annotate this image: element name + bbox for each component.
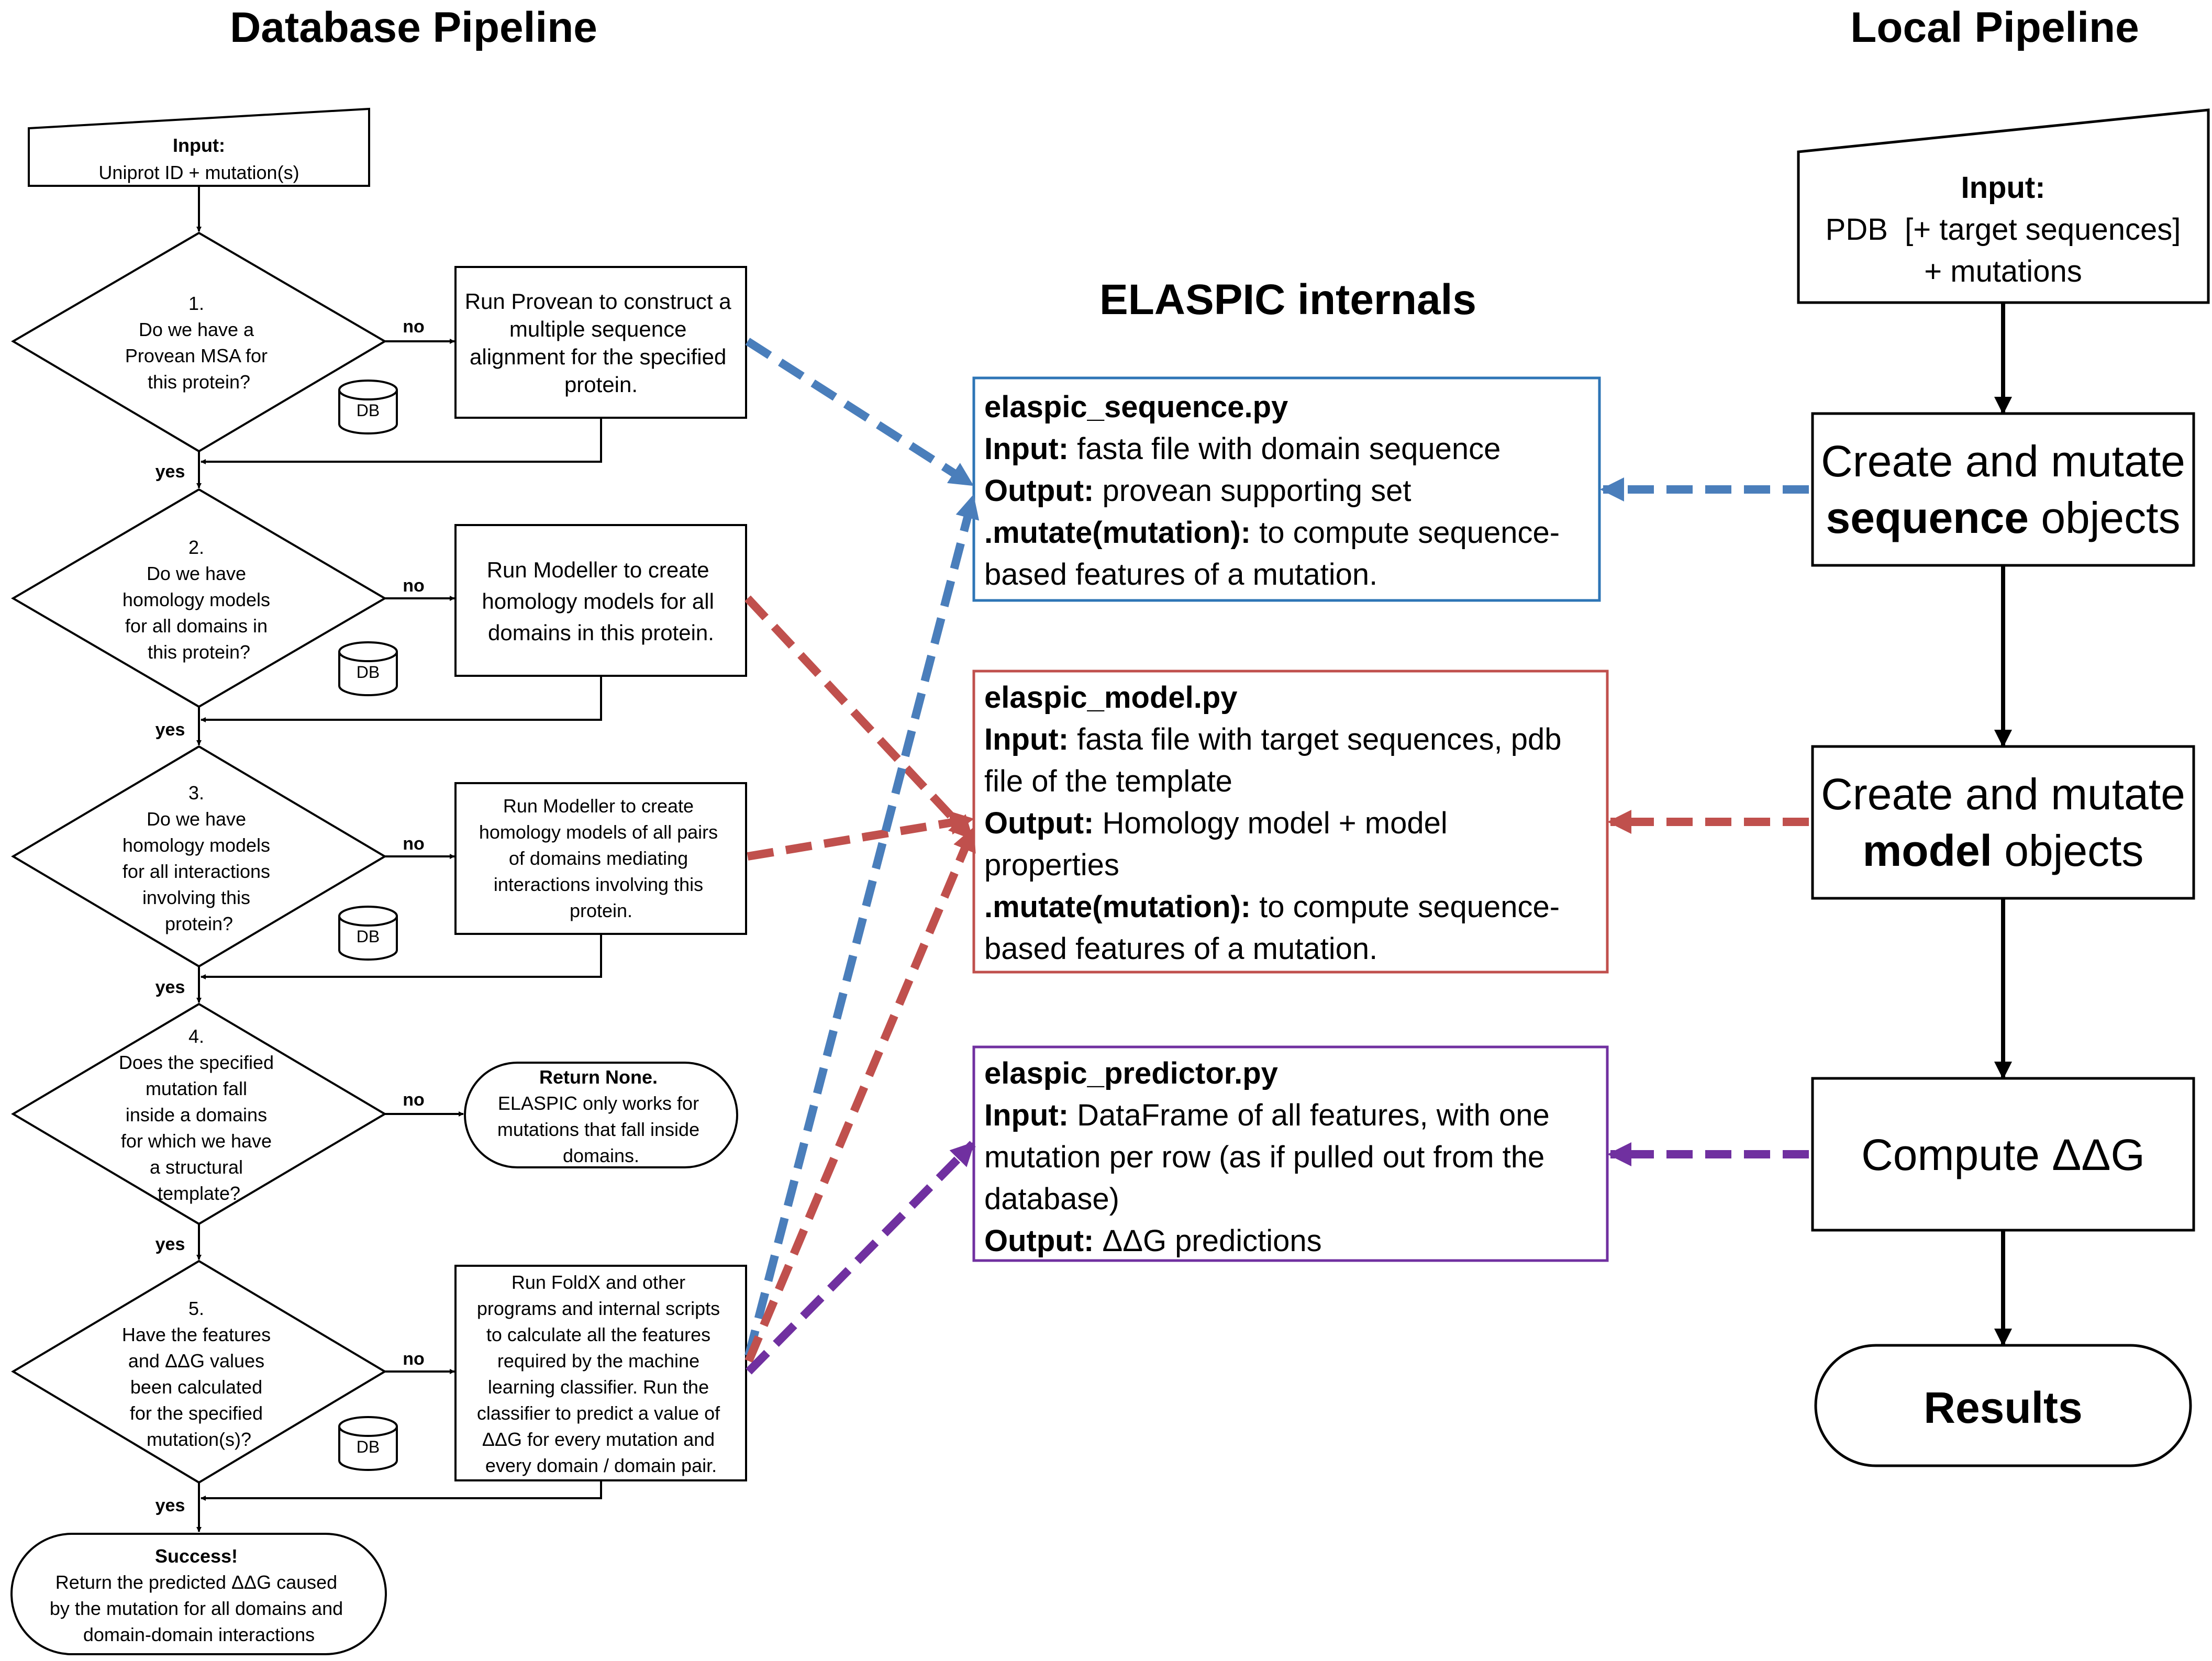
- decision-2-text: 2. Do we have homology models for all do…: [123, 537, 275, 663]
- success-text: Success! Return the predicted ΔΔG caused…: [50, 1545, 348, 1645]
- db-input-body: Uniprot ID + mutation(s): [98, 162, 299, 183]
- dashed-arrow-modeller-interactions: [747, 810, 974, 861]
- svg-text:DB: DB: [357, 1437, 380, 1456]
- elaspic-predictor-output: Output: ΔΔG predictions: [984, 1224, 1322, 1258]
- elaspic-model-mutate-cont: based features of a mutation.: [984, 932, 1377, 966]
- return-none-terminal: Return None. ELASPIC only works for muta…: [464, 1062, 738, 1168]
- local-input-line2: + mutations: [1924, 254, 2082, 288]
- svg-text:DB: DB: [357, 927, 380, 946]
- local-sequence-line1: Create and mutate: [1821, 437, 2185, 486]
- database-icon: DB: [338, 380, 398, 434]
- decision-1-text: 1. Do we have a Provean MSA for this pro…: [125, 293, 273, 393]
- dashed-arrow-modeller-domains: [744, 595, 974, 841]
- yes-label: yes: [155, 1496, 185, 1515]
- connector-arrow: [201, 418, 602, 464]
- elaspic-internals-heading: ELASPIC internals: [1099, 276, 1476, 324]
- local-compute-box: Compute ΔΔG: [1811, 1077, 2195, 1232]
- no-label: no: [403, 576, 425, 596]
- decision-1: 1. Do we have a Provean MSA for this pro…: [11, 231, 425, 482]
- elaspic-model-output: Output: Homology model + model: [984, 806, 1448, 840]
- success-terminal: Success! Return the predicted ΔΔG caused…: [10, 1533, 387, 1655]
- elaspic-predictor-box: elaspic_predictor.py Input: DataFrame of…: [972, 1045, 1609, 1262]
- decision-5: 5. Have the features and ΔΔG values been…: [11, 1259, 425, 1515]
- elaspic-predictor-input-cont: mutation per row (as if pulled out from …: [984, 1140, 1544, 1174]
- dashed-arrow-foldx-predictor: [746, 1141, 976, 1375]
- no-label: no: [403, 1090, 425, 1110]
- local-model-box: Create and mutate model objects: [1811, 745, 2195, 900]
- database-icon: DB: [338, 906, 398, 961]
- elaspic-model-name: elaspic_model.py: [984, 681, 1238, 715]
- local-model-line1: Create and mutate: [1821, 770, 2185, 819]
- decision-3: 3. Do we have homology models for all in…: [11, 745, 425, 997]
- db-input-title: Input:: [173, 135, 225, 156]
- decision-3-text: 3. Do we have homology models for all in…: [123, 782, 275, 934]
- dashed-arrow-provean: [745, 338, 974, 488]
- elaspic-sequence-input: Input: fasta file with domain sequence: [984, 432, 1500, 466]
- database-icon: DB: [338, 1416, 398, 1471]
- connector-arrow: [201, 934, 602, 979]
- return-none-text: Return None. ELASPIC only works for muta…: [497, 1066, 705, 1166]
- elaspic-predictor-input-cont2: database): [984, 1182, 1119, 1216]
- connector-arrow: [201, 1480, 602, 1501]
- local-results-text: Results: [1924, 1383, 2082, 1432]
- decision-2: 2. Do we have homology models for all do…: [11, 488, 425, 740]
- action-1-text: Run Provean to construct a multiple sequ…: [465, 289, 738, 397]
- action-2-text: Run Modeller to create homology models f…: [482, 558, 720, 645]
- no-label: no: [403, 1349, 425, 1369]
- action-5-text: Run FoldX and other programs and interna…: [477, 1272, 725, 1476]
- dashed-arrow-foldx-model: [744, 827, 977, 1363]
- action-3-text: Run Modeller to create homology models o…: [479, 795, 723, 921]
- connector-arrow: [201, 676, 602, 722]
- elaspic-predictor-input: Input: DataFrame of all features, with o…: [984, 1098, 1550, 1132]
- local-sequence-box: Create and mutate sequence objects: [1811, 412, 2195, 567]
- elaspic-model-mutate: .mutate(mutation): to compute sequence-: [984, 890, 1560, 924]
- elaspic-sequence-mutate-cont: based features of a mutation.: [984, 558, 1377, 592]
- action-box-2: Run Modeller to create homology models f…: [454, 524, 747, 677]
- no-label: no: [403, 834, 425, 854]
- yes-label: yes: [155, 720, 185, 740]
- database-pipeline-heading: Database Pipeline: [230, 4, 597, 51]
- local-input-title: Input:: [1961, 171, 2045, 205]
- database-icon: DB: [338, 641, 398, 696]
- yes-label: yes: [155, 1234, 185, 1254]
- action-box-3: Run Modeller to create homology models o…: [454, 782, 747, 935]
- yes-label: yes: [155, 462, 185, 482]
- decision-4: 4. Does the specified mutation fall insi…: [11, 1002, 425, 1254]
- decision-5-text: 5. Have the features and ΔΔG values been…: [122, 1298, 276, 1450]
- local-sequence-line2: sequence objects: [1826, 493, 2180, 542]
- local-model-line2: model objects: [1863, 826, 2144, 875]
- elaspic-model-output-cont: properties: [984, 848, 1119, 882]
- action-box-5: Run FoldX and other programs and interna…: [454, 1265, 747, 1481]
- yes-label: yes: [155, 977, 185, 997]
- db-input-box: Input: Uniprot ID + mutation(s): [28, 107, 370, 187]
- svg-text:DB: DB: [357, 663, 380, 682]
- local-input-line1: PDB [+ target sequences]: [1826, 213, 2181, 247]
- local-results-terminal: Results: [1814, 1344, 2192, 1467]
- no-label: no: [403, 317, 425, 337]
- local-compute-text: Compute ΔΔG: [1861, 1130, 2145, 1179]
- local-pipeline-heading: Local Pipeline: [1850, 4, 2139, 51]
- elaspic-predictor-name: elaspic_predictor.py: [984, 1056, 1278, 1090]
- elaspic-sequence-mutate: .mutate(mutation): to compute sequence-: [984, 516, 1560, 550]
- svg-text:DB: DB: [357, 401, 380, 420]
- decision-diamond: [11, 231, 387, 453]
- elaspic-model-box: elaspic_model.py Input: fasta file with …: [972, 670, 1609, 974]
- elaspic-model-input: Input: fasta file with target sequences,…: [984, 722, 1561, 756]
- elaspic-sequence-name: elaspic_sequence.py: [984, 390, 1288, 424]
- decision-4-text: 4. Does the specified mutation fall insi…: [119, 1025, 279, 1204]
- action-box-1: Run Provean to construct a multiple sequ…: [454, 266, 747, 419]
- local-input-box: Input: PDB [+ target sequences] + mutati…: [1797, 108, 2210, 304]
- elaspic-model-input-cont: file of the template: [984, 764, 1232, 798]
- dashed-arrow-foldx-sequence: [744, 494, 980, 1357]
- elaspic-sequence-box: elaspic_sequence.py Input: fasta file wi…: [972, 376, 1601, 602]
- elaspic-sequence-output: Output: provean supporting set: [984, 474, 1411, 508]
